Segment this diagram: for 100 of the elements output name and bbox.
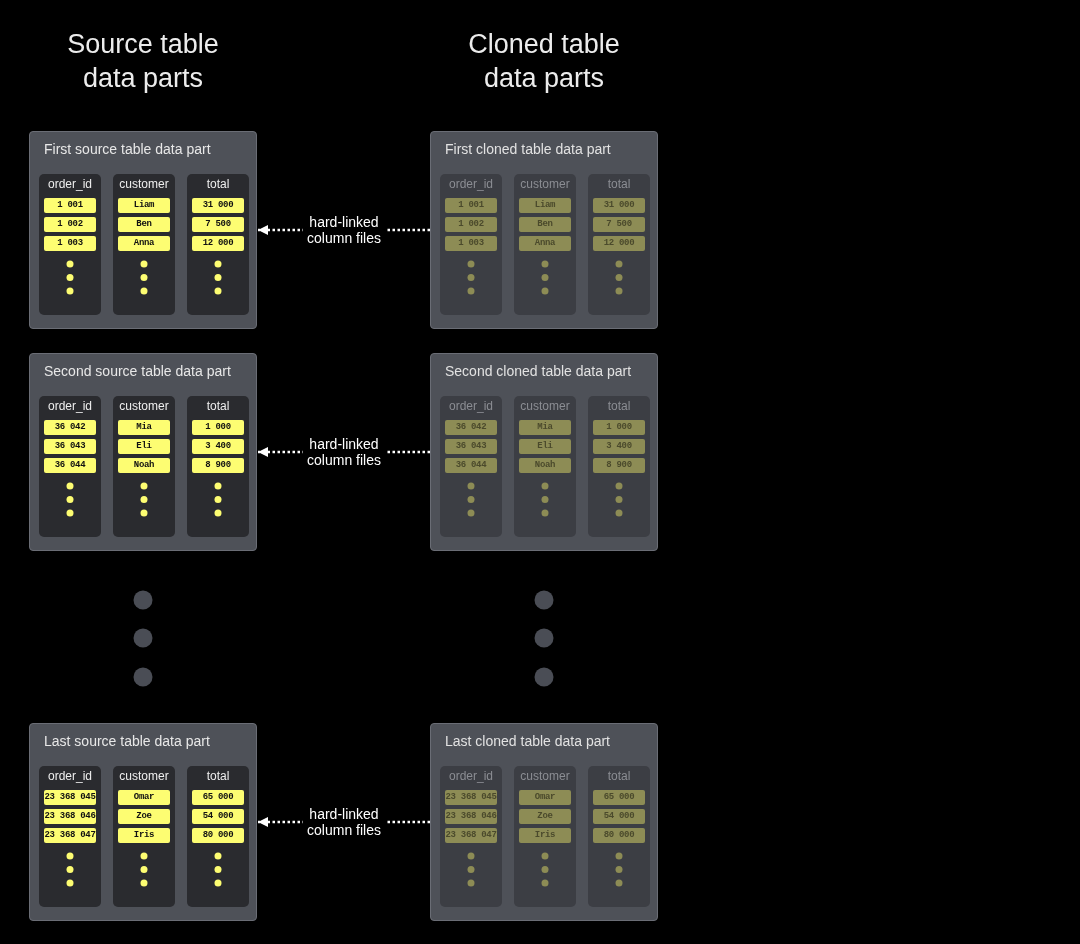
part-title: First cloned table data part [445,141,611,157]
value-chip: Noah [519,458,571,473]
column-panel [113,396,175,537]
value-chip: 1 000 [192,420,244,435]
column-header: total [606,399,632,413]
value-chip: Omar [519,790,571,805]
column-panel [440,766,502,907]
value-chip: Liam [118,198,170,213]
value-chip: 36 042 [445,420,497,435]
value-chip: 12 000 [593,236,645,251]
value-chip: 23 368 046 [44,809,96,824]
column-header: customer [519,177,571,191]
value-chip: 31 000 [593,198,645,213]
value-chip: Ben [519,217,571,232]
value-chip: Liam [519,198,571,213]
column-header: customer [118,177,170,191]
column-panel [514,766,576,907]
edge-label: hard-linked column files [303,806,385,838]
value-chip: 23 368 046 [445,809,497,824]
part-title: Last source table data part [44,733,210,749]
column-panel [588,766,650,907]
column-panel [113,174,175,315]
column-panel [514,174,576,315]
value-chip: 23 368 045 [44,790,96,805]
data-part-card [430,353,658,551]
data-part-card [29,723,257,921]
column-header: customer [519,399,571,413]
value-chip: 8 900 [192,458,244,473]
value-chip: 23 368 047 [445,828,497,843]
edge-label: hard-linked column files [303,436,385,468]
value-chip: Eli [118,439,170,454]
column-header: total [205,399,231,413]
edge-label: hard-linked column files [303,214,385,246]
column-header: order_id [448,769,494,783]
column-header: order_id [448,399,494,413]
column-header: customer [118,399,170,413]
part-title: Second source table data part [44,363,231,379]
column-panel [113,766,175,907]
value-chip: 54 000 [192,809,244,824]
data-part-card [29,353,257,551]
column-panel [187,174,249,315]
value-chip: 12 000 [192,236,244,251]
value-chip: 54 000 [593,809,645,824]
value-chip: 1 001 [445,198,497,213]
part-title: Last cloned table data part [445,733,610,749]
value-chip: Noah [118,458,170,473]
value-chip: Anna [519,236,571,251]
value-chip: 80 000 [192,828,244,843]
column-panel [588,396,650,537]
value-chip: Omar [118,790,170,805]
column-panel [440,174,502,315]
column-header: order_id [448,177,494,191]
column-header: total [606,177,632,191]
value-chip: Anna [118,236,170,251]
column-panel [39,396,101,537]
column-panel [187,766,249,907]
value-chip: 80 000 [593,828,645,843]
value-chip: 1 001 [44,198,96,213]
value-chip: Zoe [519,809,571,824]
value-chip: 65 000 [593,790,645,805]
value-chip: 23 368 047 [44,828,96,843]
value-chip: 7 500 [192,217,244,232]
column-panel [514,396,576,537]
column-header: order_id [47,399,93,413]
data-part-card [430,723,658,921]
column-header: order_id [47,177,93,191]
value-chip: Mia [519,420,571,435]
value-chip: 36 043 [445,439,497,454]
value-chip: Zoe [118,809,170,824]
value-chip: 1 002 [445,217,497,232]
column-panel [440,396,502,537]
column-header: total [606,769,632,783]
value-chip: Ben [118,217,170,232]
data-part-card [29,131,257,329]
value-chip: Iris [519,828,571,843]
column-header: total [205,177,231,191]
value-chip: Iris [118,828,170,843]
value-chip: 1 000 [593,420,645,435]
column-panel [39,174,101,315]
value-chip: 1 002 [44,217,96,232]
value-chip: 8 900 [593,458,645,473]
value-chip: 36 044 [44,458,96,473]
column-heading: Cloned table data parts [467,28,621,95]
part-title: First source table data part [44,141,211,157]
column-header: customer [519,769,571,783]
value-chip: 36 043 [44,439,96,454]
value-chip: 23 368 045 [445,790,497,805]
value-chip: 1 003 [445,236,497,251]
value-chip: 3 400 [593,439,645,454]
value-chip: Eli [519,439,571,454]
data-part-card [430,131,658,329]
column-panel [39,766,101,907]
value-chip: 36 044 [445,458,497,473]
part-title: Second cloned table data part [445,363,632,379]
value-chip: 31 000 [192,198,244,213]
value-chip: 65 000 [192,790,244,805]
value-chip: 36 042 [44,420,96,435]
column-panel [187,396,249,537]
value-chip: Mia [118,420,170,435]
value-chip: 3 400 [192,439,244,454]
